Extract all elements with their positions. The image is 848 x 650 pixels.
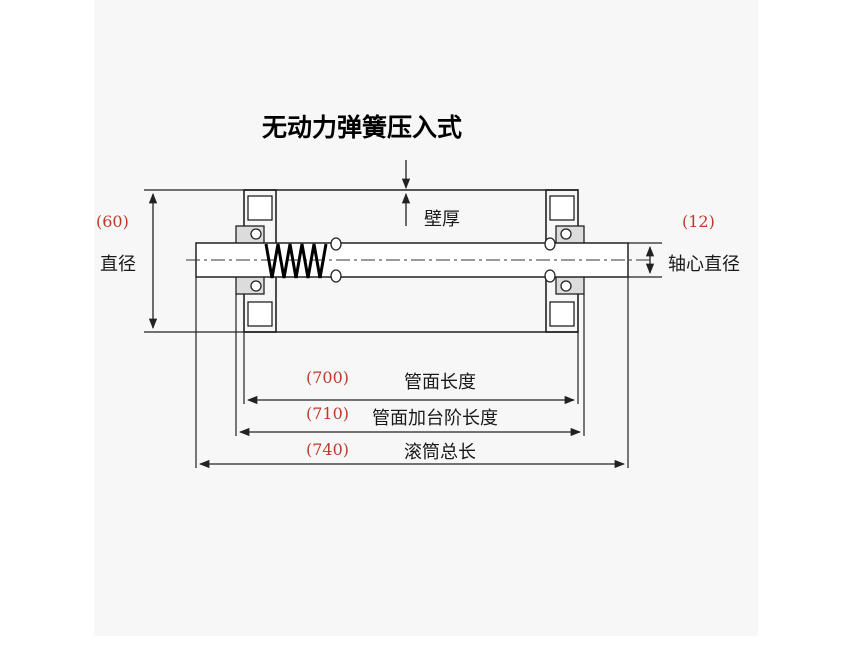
extension-lines: [195, 277, 629, 468]
diameter-dimension: [144, 189, 244, 333]
shaft-diameter-value: (12): [682, 212, 715, 231]
tube-step-length-label: 管面加台阶长度: [372, 408, 498, 429]
tube-length-value: (700): [306, 368, 350, 387]
tube-length-label: 管面长度: [404, 372, 476, 393]
diagram-background: [94, 0, 758, 636]
shaft-end-clips: [330, 237, 556, 283]
wall-thickness-label: 壁厚: [424, 209, 460, 230]
shaft-diameter-label: 轴心直径: [668, 254, 740, 275]
diameter-label: 直径: [100, 254, 136, 275]
total-length-value: (740): [306, 440, 350, 459]
spring: [264, 243, 328, 279]
left-bearing-housing: [235, 195, 273, 327]
length-dimensions: [198, 395, 626, 469]
diagram-title: 无动力弹簧压入式: [262, 113, 463, 142]
tube-step-length-value: (710): [306, 404, 350, 423]
diameter-value: (60): [96, 212, 129, 231]
right-bearing-housing: [549, 195, 585, 327]
shaft-diameter-dimension: [628, 242, 662, 278]
total-length-label: 滚筒总长: [404, 442, 476, 463]
